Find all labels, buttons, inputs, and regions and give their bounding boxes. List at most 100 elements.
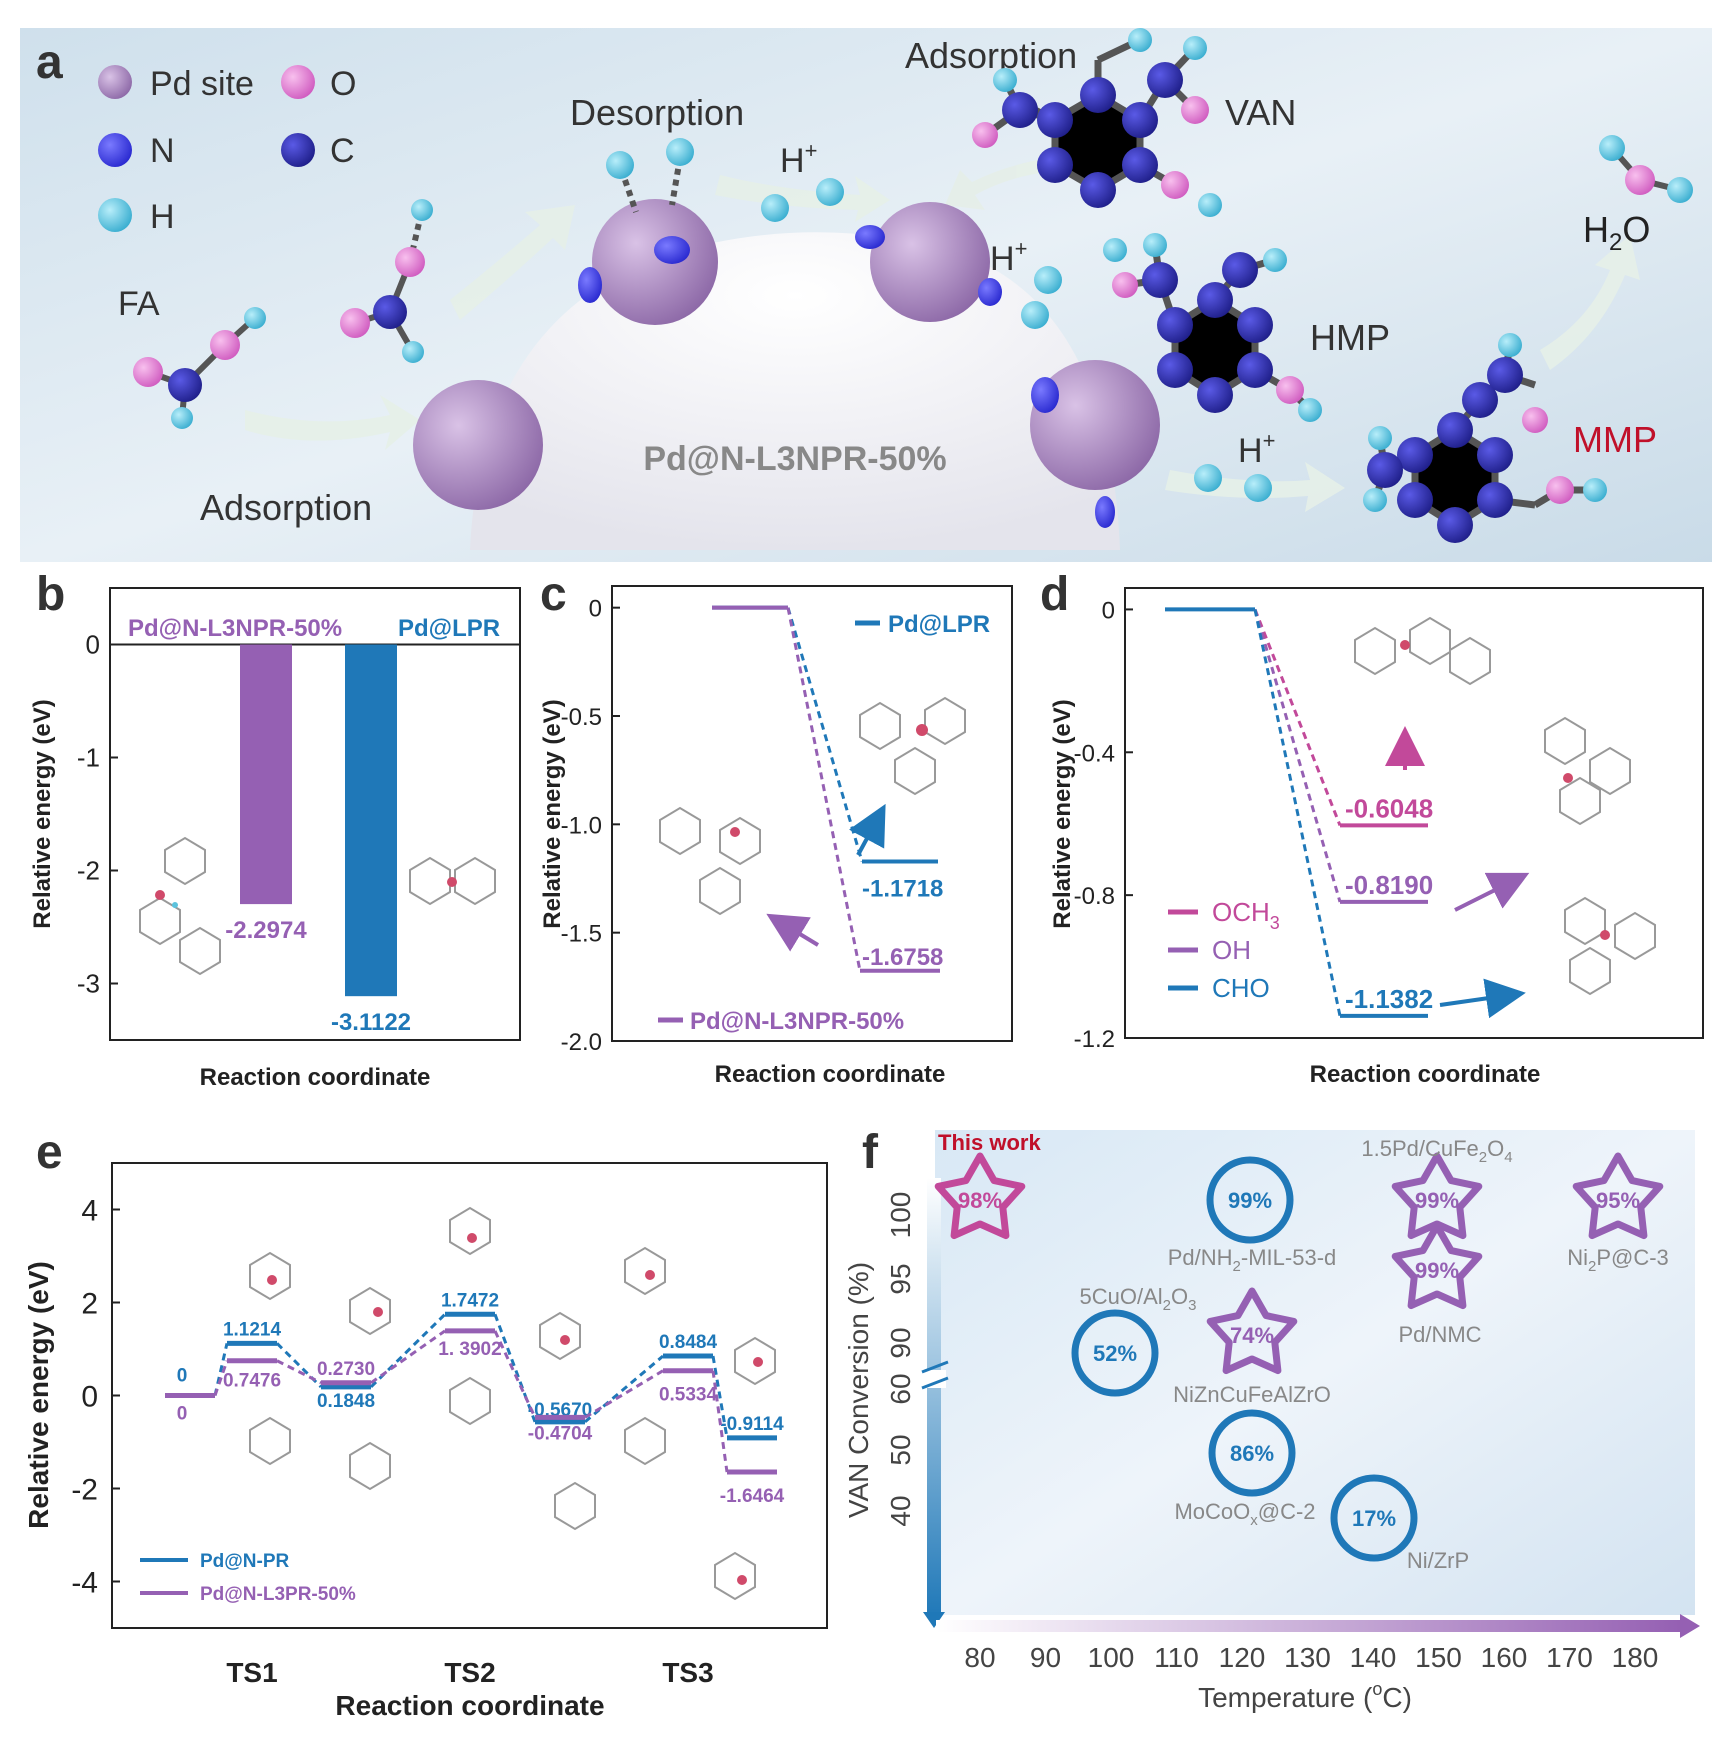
pd-site-sphere [1030,360,1160,490]
y-tick-label: -0.8 [1074,883,1115,910]
panel-f-background [935,1130,1695,1615]
legend-hydrogen: H [150,198,175,236]
legend-label: OCH3 [1212,897,1280,933]
structure-thumbnail-d3 [1564,896,1656,996]
pd-site-sphere [592,199,718,325]
legend-label: Pd@N-PR [200,1551,290,1572]
connector-line [1253,608,1342,826]
h-atom [606,151,634,179]
catalyst-name-label: NiZnCuFeAlZrO [1173,1382,1331,1407]
n-atom [1095,496,1115,528]
panel-b-frame [109,587,521,1041]
o-atom [1276,376,1304,404]
bar-value-label: -3.1122 [331,1009,411,1036]
h-atom [1667,177,1693,203]
h-atom [1128,28,1152,52]
c-atom [1437,412,1473,448]
panel-f-ylabel: VAN Conversion (%) [843,1262,874,1518]
y-tick-label: -2.0 [561,1029,602,1056]
panel-d-ylabel: Relative energy (eV) [1049,699,1076,928]
axis-break-mark [921,1376,949,1390]
catalyst-star-marker [934,1152,1026,1240]
connector-line [276,1359,322,1385]
connector-line [493,1330,537,1419]
energy-value-label: -1.1718 [862,876,943,903]
energy-value-label: 0 [177,1366,188,1387]
structure-thumbnail-d2 [1544,716,1631,826]
axis-break-mark [921,1360,949,1374]
catalyst-name-label: Ni2P@C-3 [1567,1245,1669,1275]
x-arrow-head [1680,1614,1700,1638]
fa-label: FA [118,285,160,323]
y-tick-label: -0.5 [561,704,602,731]
panel-e-ylabel: Relative energy (eV) [23,1261,54,1529]
y-tick-label: 2 [81,1288,98,1321]
legend-oxygen: O [330,65,356,103]
c-atom [373,295,407,329]
y-tick-label: -1.0 [561,812,602,839]
energy-value-label: 1.7472 [441,1290,499,1311]
legend-label: Pd@N-L3NPR-50% [690,1008,904,1035]
arrow-d-cho [1439,978,1526,1019]
pd-site-sphere [870,202,990,322]
bar [240,644,292,905]
o-atom [972,122,998,148]
y-tick-label: 0 [86,630,100,660]
van-atoms [972,28,1222,217]
structure-thumbnail-b1 [139,836,221,976]
energy-value-label: -0.8190 [1345,870,1433,900]
panel-d-xlabel: Reaction coordinate [1310,1061,1541,1088]
h-atom [666,138,694,166]
c-atom [1222,252,1258,288]
van-label: VAN [1225,92,1296,133]
c-atom [1197,377,1233,413]
x-tick-label: 100 [1088,1642,1135,1673]
conversion-value-label: 95% [1596,1188,1640,1213]
adsorption-left-label: Adsorption [200,487,372,528]
y-tick-label: 0 [81,1381,98,1414]
c-atom [1437,507,1473,543]
legend-label: Pd@N-L3PR-50% [200,1584,356,1605]
y-tick-label: 60 [885,1373,916,1404]
o-atom [340,308,370,338]
panel-c-ylabel: Relative energy (eV) [539,699,566,928]
o-atom [1625,165,1655,195]
catalyst-name-label: Pd/NMC [1398,1322,1481,1347]
y-tick-label: -1.5 [561,921,602,948]
catalyst-circle-marker [1071,1309,1159,1397]
y-tick-label: 95 [885,1263,916,1294]
panel-d-chart: 0-0.4-0.8-1.2 -0.6048-0.8190-1.1382OCH3O… [1049,587,1704,1088]
n-atom [654,236,690,264]
c-atom [1237,307,1273,343]
c-atom [1037,102,1073,138]
category-label: Pd@N-L3NPR-50% [128,615,342,642]
conversion-value-label: 17% [1352,1506,1396,1531]
o-atom [1181,96,1209,124]
c-atom [1237,352,1273,388]
catalyst-name-label: Ni/ZrP [1407,1548,1469,1573]
connector-line [711,1355,729,1439]
legend-label: Pd@LPR [888,611,990,638]
y-tick-label: -4 [71,1567,98,1600]
c-atom [1397,437,1433,473]
x-tick-label: 160 [1481,1642,1528,1673]
connector-line [584,1369,664,1419]
c-atom [1157,352,1193,388]
connector-line [1253,609,1342,1017]
y-tick-label: -2 [77,856,100,886]
c-atom [1037,147,1073,183]
y-tick-label: -1.2 [1074,1026,1115,1053]
c-atom [168,368,202,402]
arrow-d-oh [1454,872,1530,912]
energy-value-label: -0.4704 [528,1423,593,1444]
panel-a-letter: a [36,36,63,89]
y-tick-label: -0.4 [1074,740,1115,767]
o-atom [1112,272,1138,298]
desorption-label: Desorption [570,92,744,133]
structure-thumbnails-e [249,1206,776,1601]
adsorption-top-label: Adsorption [905,35,1077,76]
legend-label: CHO [1212,973,1270,1003]
c-atom [1477,482,1513,518]
